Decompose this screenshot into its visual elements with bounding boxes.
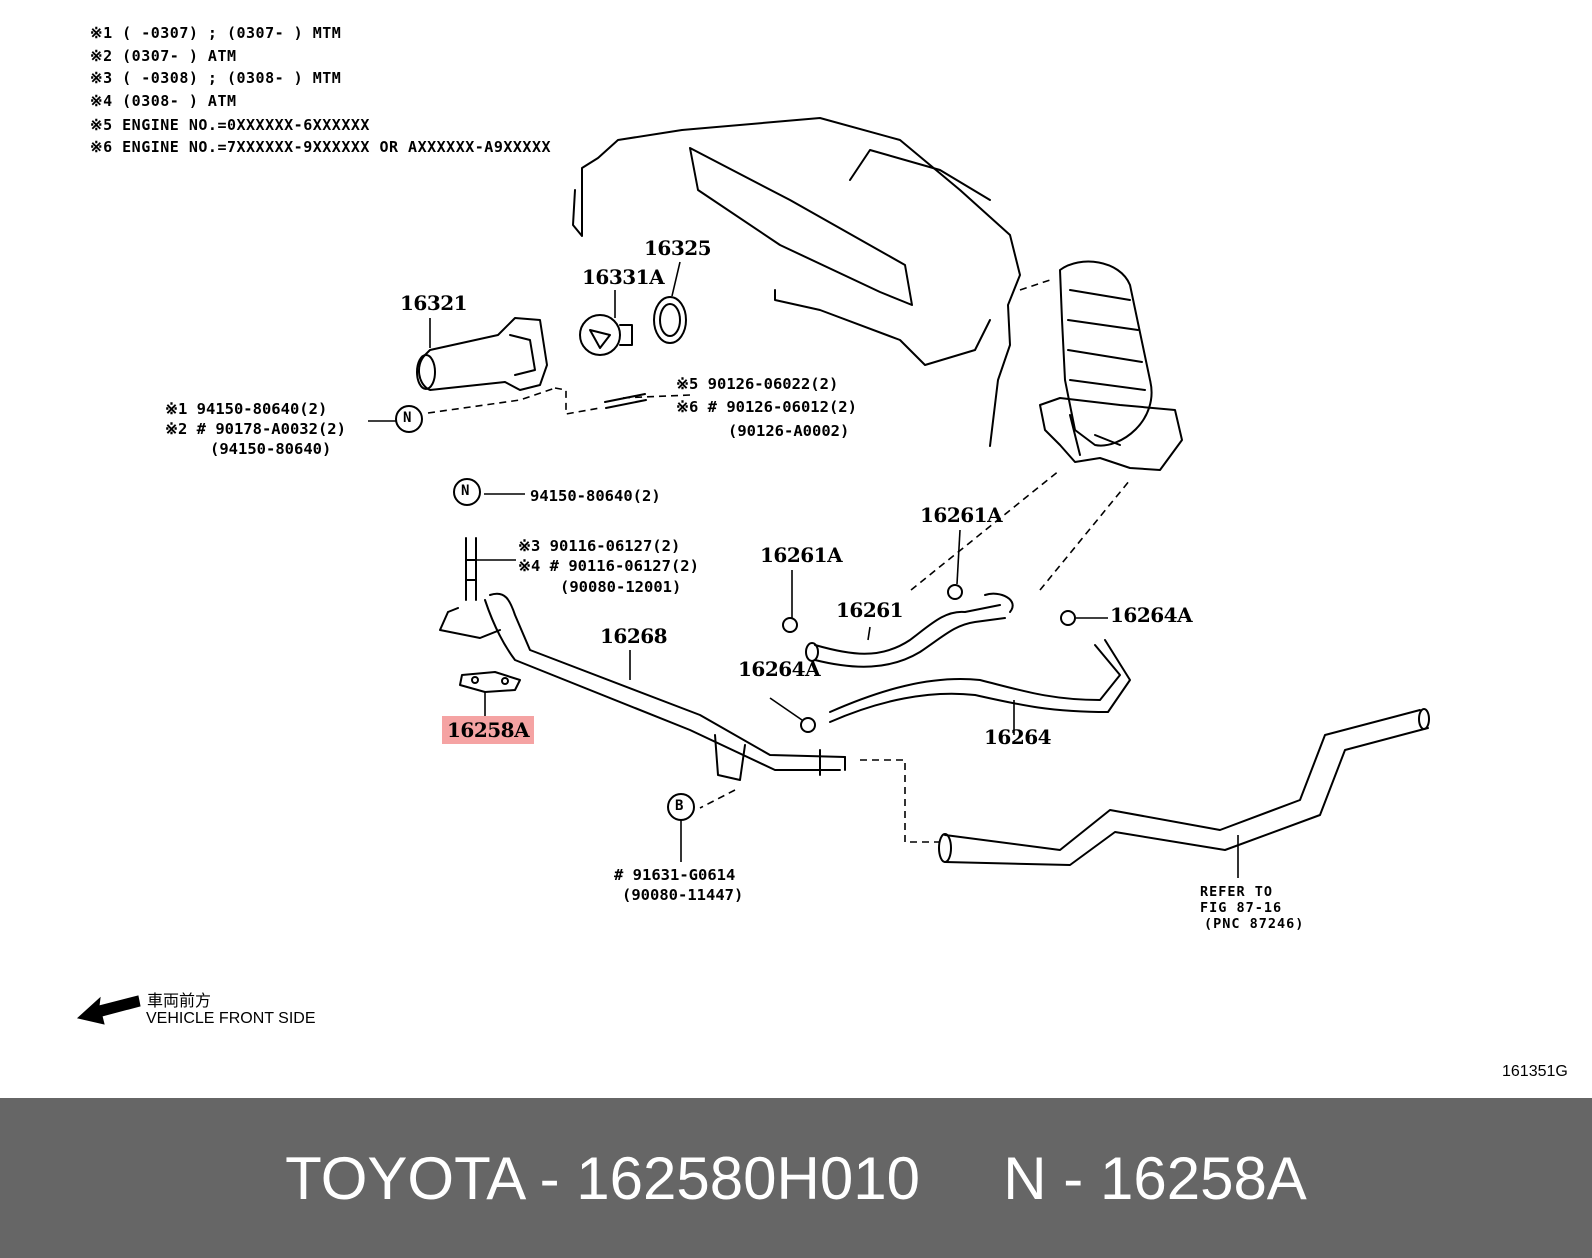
- pn-stud-3: (90126-A0002): [728, 422, 850, 440]
- pipe-bracket: [439, 607, 501, 639]
- parts-diagram: [76, 117, 1430, 1025]
- note-1: ※1 ( -0307) ; (0307- ) MTM: [90, 24, 342, 42]
- footer-part-number: TOYOTA - 162580H010 N - 16258A: [285, 1145, 1307, 1212]
- engine-block: [572, 117, 1021, 447]
- gasket: [653, 296, 687, 344]
- pn-bolt-2: ※4 # 90116-06127(2): [518, 557, 699, 575]
- callout-n-circle: [395, 405, 423, 433]
- refer-line-2: FIG 87-16: [1200, 900, 1283, 916]
- hose-clip: [782, 617, 798, 633]
- water-outlet: [418, 317, 548, 391]
- pn-n-left-3: (94150-80640): [210, 440, 332, 458]
- hose-16261: [814, 604, 1006, 668]
- ref-16261: 16261: [836, 598, 904, 622]
- ref-16261a-top: 16261A: [920, 503, 1003, 527]
- hose-16264: [829, 639, 1131, 723]
- pn-stud-2: ※6 # 90126-06012(2): [676, 398, 857, 416]
- pn-b-1: # 91631-G0614: [614, 866, 736, 884]
- parts-diagram-area: ※1 ( -0307) ; (0307- ) MTM ※2 (0307- ) A…: [76, 24, 1568, 1080]
- front-arrow: [76, 995, 141, 1025]
- ref-16268: 16268: [600, 624, 668, 648]
- hose-clip: [800, 717, 816, 733]
- note-2: ※2 (0307- ) ATM: [90, 47, 237, 65]
- callout-b: B: [675, 798, 684, 814]
- ref-16331a: 16331A: [582, 265, 665, 289]
- vehicle-front-jp: 車両前方: [147, 993, 212, 1010]
- pn-bolt-3: (90080-12001): [560, 578, 682, 596]
- ref-16264a-right: 16264A: [1110, 603, 1193, 627]
- pn-b-2: (90080-11447): [622, 886, 744, 904]
- footer-bar: TOYOTA - 162580H010 N - 16258A: [0, 1098, 1592, 1258]
- hose-clip: [947, 584, 963, 600]
- pn-bolt-1: ※3 90116-06127(2): [518, 537, 681, 555]
- callout-n-left: N: [403, 410, 412, 426]
- thermostat: [579, 314, 621, 356]
- ref-16264: 16264: [984, 725, 1052, 749]
- note-3: ※3 ( -0308) ; (0308- ) MTM: [90, 69, 342, 87]
- water-bypass-pipe: [484, 592, 846, 771]
- ref-16264a-mid: 16264A: [738, 657, 821, 681]
- pn-n-mid: 94150-80640(2): [530, 487, 661, 505]
- pn-n-left-1: ※1 94150-80640(2): [165, 400, 328, 418]
- note-4: ※4 (0308- ) ATM: [90, 92, 237, 110]
- pn-n-left-2: ※2 # 90178-A0032(2): [165, 420, 346, 438]
- figure-code: 161351G: [1502, 1063, 1568, 1080]
- hose-clip: [1060, 610, 1076, 626]
- heater-hose: [944, 709, 1429, 866]
- ref-16258a-highlighted: 16258A: [442, 716, 535, 744]
- note-5: ※5 ENGINE NO.=0XXXXXX-6XXXXXX: [90, 116, 370, 134]
- intake-tube: [1059, 260, 1153, 447]
- refer-line-1: REFER TO: [1200, 884, 1274, 900]
- pipe-gasket: [459, 671, 521, 693]
- engine-cover: [689, 147, 913, 306]
- callout-n-mid: N: [461, 483, 470, 499]
- callout-n-circle: [453, 478, 481, 506]
- throttle-body: [1039, 397, 1183, 471]
- pn-stud-1: ※5 90126-06022(2): [676, 375, 839, 393]
- callout-b-circle: [667, 793, 695, 821]
- refer-line-3: (PNC 87246): [1204, 916, 1305, 932]
- ref-16261a-left: 16261A: [760, 543, 843, 567]
- ref-16321: 16321: [400, 291, 468, 315]
- note-6: ※6 ENGINE NO.=7XXXXXX-9XXXXXX OR AXXXXXX…: [90, 138, 552, 156]
- ref-16325: 16325: [644, 236, 712, 260]
- vehicle-front-en: VEHICLE FRONT SIDE: [146, 1010, 316, 1027]
